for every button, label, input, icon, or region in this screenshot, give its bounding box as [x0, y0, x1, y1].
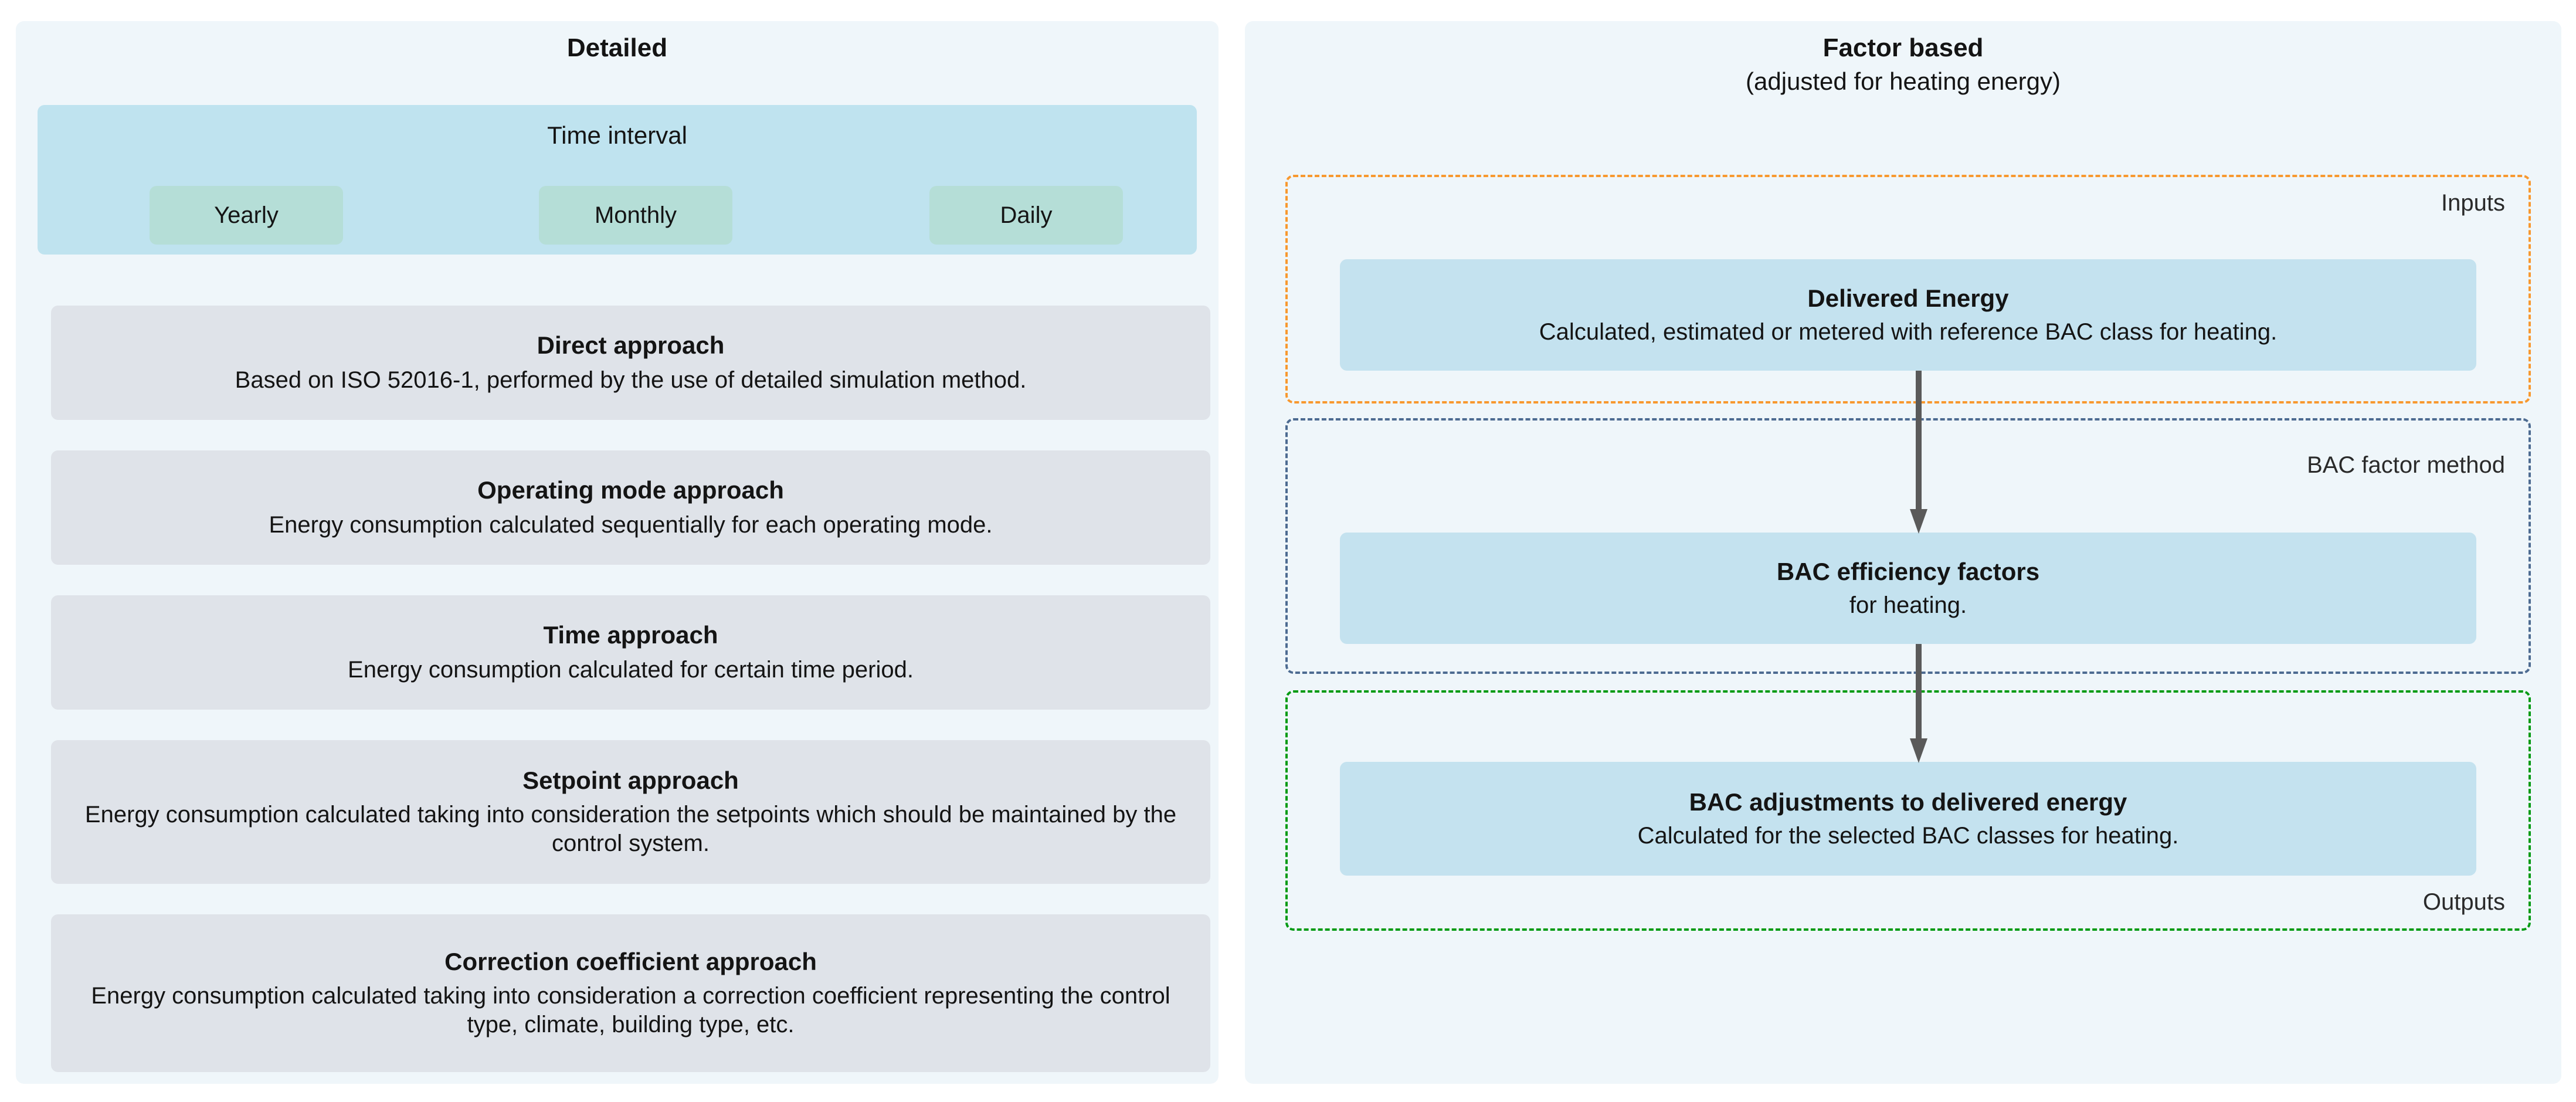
approach-description: Energy consumption calculated sequential… [269, 511, 993, 538]
outputs-group: Outputs [1285, 690, 2531, 931]
time-interval-option-monthly[interactable]: Monthly [539, 186, 732, 245]
arrow-down-icon-delivered-to-factors [1910, 371, 1927, 534]
time-interval-option-daily[interactable]: Daily [929, 186, 1123, 245]
bac-efficiency-factors-description: for heating. [1849, 592, 1967, 619]
approach-title: Direct approach [537, 331, 725, 360]
inputs-group-label: Inputs [2441, 190, 2505, 216]
approach-card-direct: Direct approach Based on ISO 52016-1, pe… [51, 306, 1210, 420]
outputs-group-label: Outputs [2422, 889, 2505, 915]
approach-card-correction-coefficient: Correction coefficient approach Energy c… [51, 914, 1210, 1072]
approach-card-operating-mode: Operating mode approach Energy consumpti… [51, 450, 1210, 565]
approach-card-time: Time approach Energy consumption calcula… [51, 595, 1210, 710]
approach-description: Energy consumption calculated for certai… [348, 656, 914, 683]
detailed-panel: Detailed Time interval Yearly Monthly Da… [16, 21, 1219, 1084]
approach-description: Energy consumption calculated taking int… [84, 802, 1177, 857]
approach-title: Correction coefficient approach [444, 947, 817, 975]
time-interval-option-yearly[interactable]: Yearly [150, 186, 343, 245]
approach-description: Energy consumption calculated taking int… [91, 983, 1170, 1038]
delivered-energy-box: Delivered Energy Calculated, estimated o… [1340, 259, 2476, 371]
bac-efficiency-factors-title: BAC efficiency factors [1776, 557, 2040, 585]
delivered-energy-title: Delivered Energy [1807, 284, 2009, 312]
approach-title: Operating mode approach [477, 476, 784, 504]
approach-title: Time approach [543, 621, 718, 649]
bac-adjustments-box: BAC adjustments to delivered energy Calc… [1340, 762, 2476, 876]
bac-efficiency-factors-box: BAC efficiency factors for heating. [1340, 533, 2476, 644]
bac-adjustments-title: BAC adjustments to delivered energy [1689, 788, 2127, 816]
approach-description: Based on ISO 52016-1, performed by the u… [235, 367, 1027, 393]
delivered-energy-description: Calculated, estimated or metered with re… [1539, 319, 2278, 345]
bac-factor-method-group-label: BAC factor method [2307, 452, 2505, 478]
factor-based-panel-title: Factor based [1822, 33, 1984, 62]
time-interval-label: Time interval [547, 121, 687, 149]
factor-based-panel-subtitle: (adjusted for heating energy) [1746, 67, 2061, 95]
time-interval-group: Time interval Yearly Monthly Daily [38, 105, 1197, 255]
approach-card-setpoint: Setpoint approach Energy consumption cal… [51, 740, 1210, 884]
inputs-group: Inputs [1285, 175, 2531, 403]
bac-factor-method-group: BAC factor method [1285, 418, 2531, 674]
bac-adjustments-description: Calculated for the selected BAC classes … [1637, 823, 2179, 849]
arrow-down-icon-factors-to-adjustments [1910, 644, 1927, 763]
approach-title: Setpoint approach [522, 766, 739, 794]
detailed-panel-title: Detailed [566, 33, 668, 62]
